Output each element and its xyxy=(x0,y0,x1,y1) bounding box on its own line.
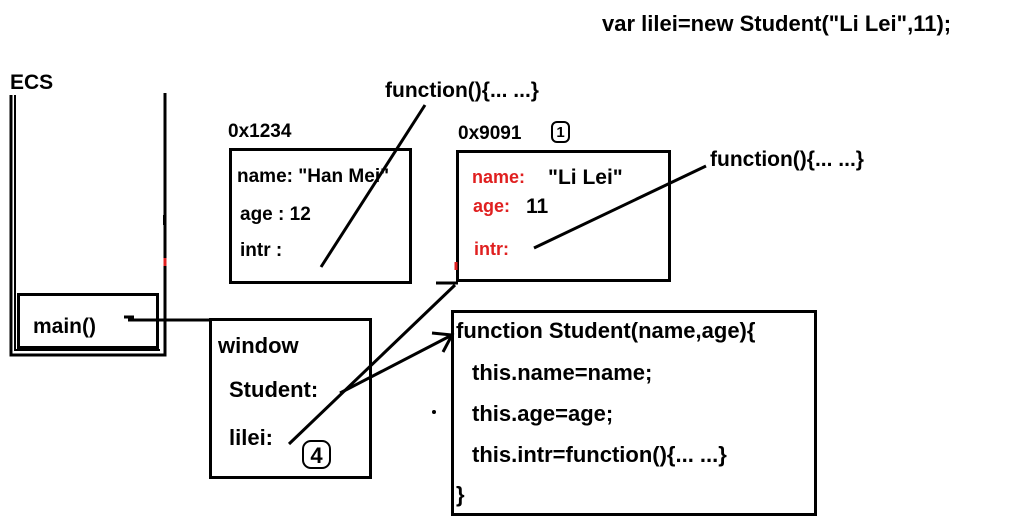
window-lilei-key: lilei: xyxy=(229,425,274,450)
obj1-name-row: name: "Han Mei" xyxy=(237,166,390,187)
obj1-box xyxy=(229,148,412,284)
function-label-right: function(){... ...} xyxy=(710,148,864,171)
constructor-line-3: this.age=age; xyxy=(472,401,614,426)
main-to-window-line xyxy=(124,315,210,322)
obj2-badge: 1 xyxy=(551,121,570,143)
window-box xyxy=(209,318,372,479)
code-statement: var lilei=new Student("Li Lei",11); xyxy=(602,11,952,36)
window-student-key: Student: xyxy=(229,377,319,402)
constructor-box xyxy=(451,310,817,516)
obj1-intr-to-function-line xyxy=(319,104,427,268)
main-frame-label: main() xyxy=(33,315,96,338)
obj2-intr-to-function-line xyxy=(533,164,707,250)
function-label-top: function(){... ...} xyxy=(385,79,539,102)
obj2-box xyxy=(456,150,671,282)
obj2-address: 0x9091 xyxy=(458,123,522,144)
stray-dot xyxy=(432,410,436,414)
constructor-line-5: } xyxy=(456,482,465,507)
obj2-age-value: 11 xyxy=(526,195,549,218)
constructor-line-2: this.name=name; xyxy=(472,360,653,385)
obj2-age-key: age: xyxy=(473,196,511,216)
obj1-age-row: age : 12 xyxy=(240,204,311,225)
ecs-label: ECS xyxy=(10,71,54,94)
obj1-address: 0x1234 xyxy=(228,121,292,142)
window-title: window xyxy=(218,333,299,358)
obj2-intr-key: intr: xyxy=(474,239,509,259)
constructor-line-4: this.intr=function(){... ...} xyxy=(472,442,727,467)
obj2-name-value: "Li Lei" xyxy=(548,166,623,189)
window-badge: 4 xyxy=(302,440,331,469)
lilei-to-obj2-line xyxy=(287,281,458,446)
student-to-constructor-arrow xyxy=(339,331,455,395)
obj2-name-key: name: xyxy=(472,167,526,187)
constructor-line-1: function Student(name,age){ xyxy=(456,318,756,343)
obj1-intr-row: intr : xyxy=(240,240,283,261)
